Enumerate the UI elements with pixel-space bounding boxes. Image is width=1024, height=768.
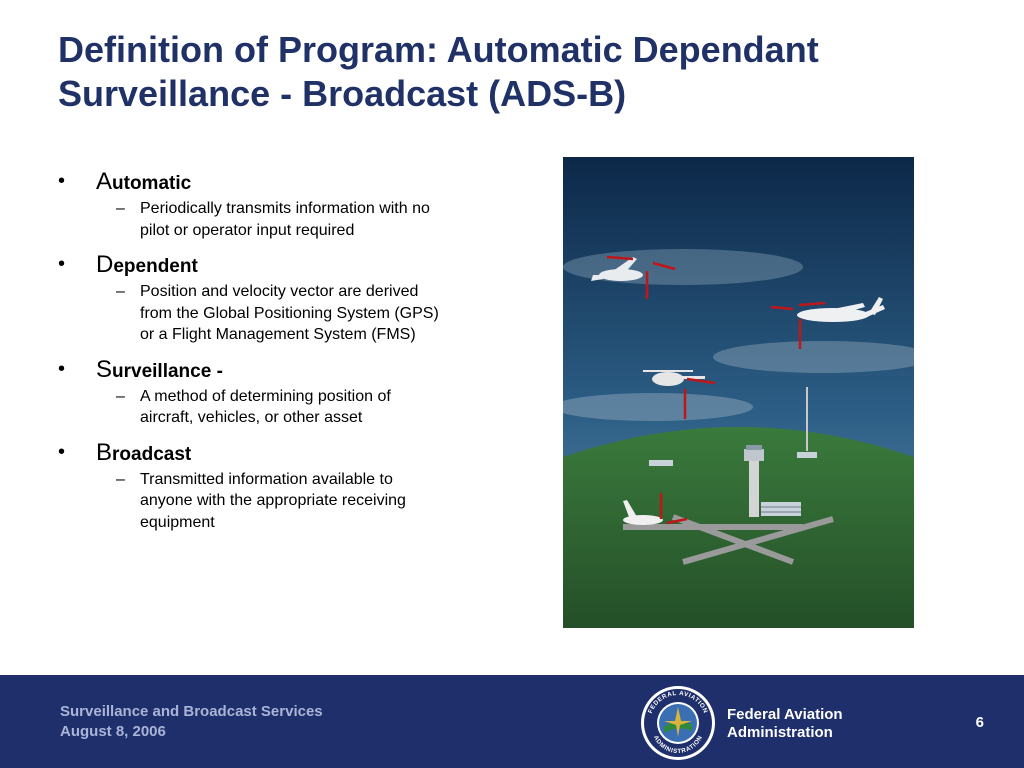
sub-line: pilot or operator input required	[140, 221, 355, 239]
agency-line-1: Federal Aviation	[727, 706, 843, 723]
bullet-initial: A	[96, 168, 113, 195]
bullet-dependent: • Dependent	[58, 251, 528, 281]
en-dash: –	[116, 200, 125, 217]
control-tower-icon	[744, 445, 764, 517]
bullet-dot: •	[58, 357, 66, 380]
sub-bullet: – A method of determining position of ai…	[58, 386, 510, 429]
terminal-building	[761, 502, 801, 516]
bullet-term: utomatic	[112, 173, 192, 194]
sub-line: anyone with the appropriate receiving	[140, 492, 406, 509]
sub-line: Transmitted information available to	[140, 470, 393, 488]
agency-line-2: Administration	[727, 724, 833, 741]
sub-bullet: – Periodically transmits information wit…	[58, 198, 510, 241]
ground-station	[649, 452, 817, 466]
sub-line: or a Flight Management System (FMS)	[140, 326, 416, 343]
runway	[623, 514, 834, 565]
airplane-icon	[591, 257, 643, 281]
bullet-dot: •	[58, 170, 66, 192]
bullet-dot: •	[58, 440, 66, 463]
bullet-term: roadcast	[112, 443, 192, 465]
title-line-1: Definition of Program: Automatic Dependa…	[58, 29, 819, 70]
airplane-icon	[797, 297, 885, 322]
sub-line: A method of determining position of	[140, 387, 391, 405]
bullet-initial: D	[96, 251, 114, 278]
sub-line: equipment	[140, 513, 215, 531]
en-dash: –	[116, 283, 125, 300]
helicopter-icon	[643, 370, 705, 386]
page-number: 6	[975, 714, 984, 731]
en-dash: –	[116, 470, 125, 488]
ads-b-illustration	[563, 157, 914, 628]
agency-name: Federal Aviation Administration	[727, 706, 843, 742]
bullet-initial: S	[96, 355, 113, 383]
bullet-surveillance: • Surveillance -	[58, 356, 528, 386]
sub-line: aircraft, vehicles, or other asset	[140, 409, 363, 426]
bullet-automatic: • Automatic	[58, 168, 528, 198]
bullet-dot: •	[58, 253, 66, 275]
footer-info: Surveillance and Broadcast Services Augu…	[60, 702, 323, 742]
bullet-list: • Automatic – Periodically transmits info…	[58, 168, 528, 543]
sub-line: from the Global Positioning System (GPS)	[140, 304, 439, 322]
bullet-initial: B	[96, 438, 113, 466]
bullet-term: ependent	[113, 256, 198, 277]
title-line-2: Surveillance - Broadcast (ADS-B)	[58, 73, 627, 114]
faa-seal-icon: FEDERAL AVIATION ADMINISTRATION	[641, 686, 715, 760]
slide-title: Definition of Program: Automatic Dependa…	[58, 28, 958, 116]
sub-bullet: – Transmitted information available to a…	[58, 469, 510, 534]
airplane-icon	[623, 500, 663, 525]
bullet-term: urveillance -	[112, 360, 223, 382]
cloud	[563, 393, 753, 421]
cloud	[713, 341, 914, 373]
sub-bullet: – Position and velocity vector are deriv…	[58, 281, 510, 346]
sub-line: Periodically transmits information with …	[140, 200, 430, 217]
bullet-broadcast: • Broadcast	[58, 439, 528, 469]
footer-date: August 8, 2006	[60, 723, 166, 740]
footer-program: Surveillance and Broadcast Services	[60, 703, 323, 720]
velocity-arrows	[606, 255, 826, 525]
en-dash: –	[116, 387, 125, 405]
footer-bar: Surveillance and Broadcast Services Augu…	[0, 675, 1024, 768]
sub-line: Position and velocity vector are derived	[140, 283, 419, 300]
